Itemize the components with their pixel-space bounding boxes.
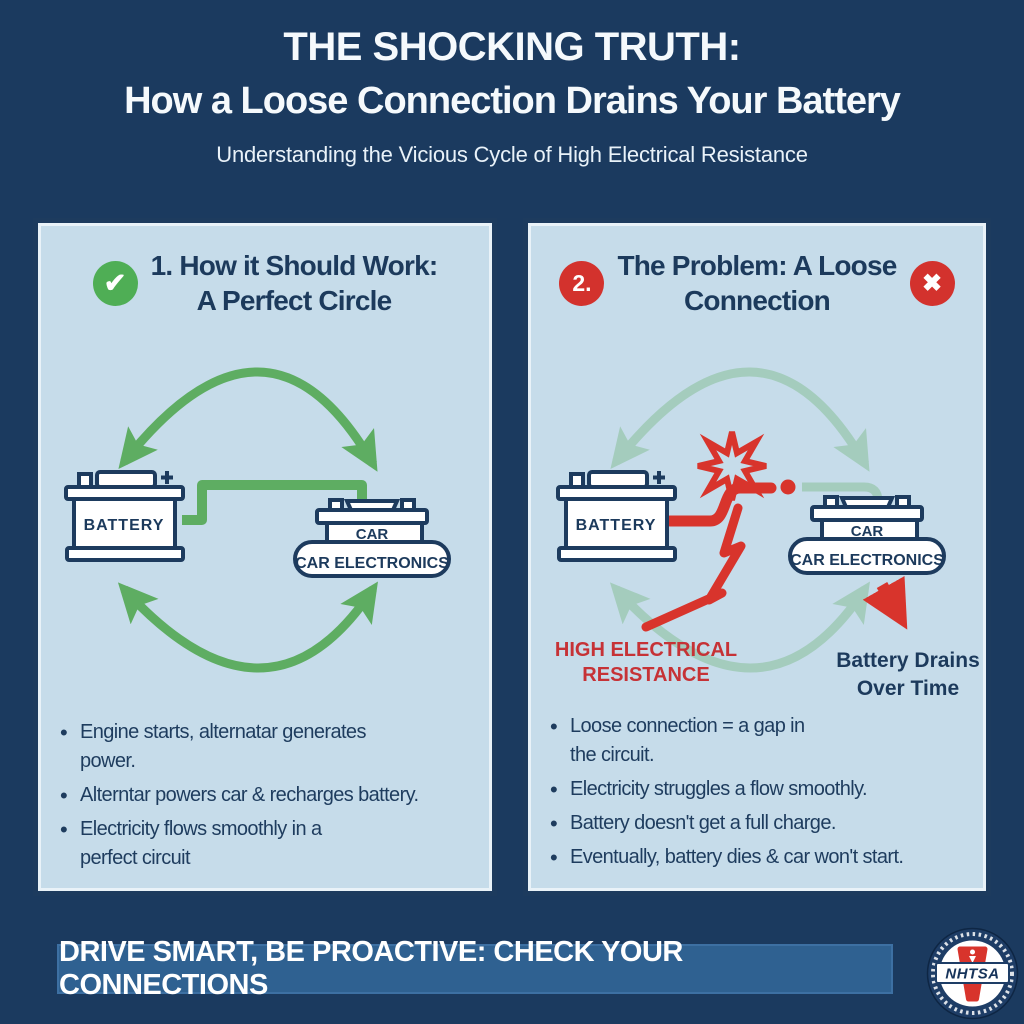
good-wire — [182, 480, 367, 525]
panel-problem-title-line1: The Problem: A Loose — [617, 250, 897, 281]
list-item: Eventually, battery dies & car won't sta… — [548, 842, 980, 874]
check-icon: ✔ — [92, 260, 138, 306]
lightning-icon — [641, 503, 746, 632]
battery-label: BATTERY — [576, 517, 657, 534]
panel-good-header: ✔ 1. How it Should Work: A Perfect Circl… — [38, 239, 492, 327]
loose-connection-diagram: BATTERY CAR CAR ELECTRONICS HIGH ELECTRI… — [555, 367, 980, 700]
car-electronics-label: CAR ELECTRONICS — [790, 552, 944, 569]
car-electronics-icon: CAR CAR ELECTRONICS — [788, 495, 946, 575]
logo-text-ring — [931, 932, 1014, 1015]
list-item: Engine starts, alternatar generates powe… — [58, 717, 486, 776]
svg-text:HIGH ELECTRICAL: HIGH ELECTRICAL — [555, 639, 737, 661]
cycle-arrows — [117, 367, 378, 673]
footer-banner: DRIVE SMART, BE PROACTIVE: CHECK YOUR CO… — [57, 936, 893, 1001]
battery-icon: BATTERY — [556, 470, 677, 562]
list-item: Loose connection = a gap in the circuit. — [548, 711, 980, 770]
gap-dot — [780, 479, 796, 495]
panel-good-title-line2: A Perfect Circle — [196, 285, 393, 316]
logo-wordmark: NHTSA — [945, 966, 999, 983]
good-bullet-list: Engine starts, alternatar generates powe… — [38, 717, 492, 873]
battery-icon: BATTERY — [64, 470, 185, 562]
panel-how-it-should-work: ✔ 1. How it Should Work: A Perfect Circl… — [33, 218, 497, 896]
drain-label: Battery Drains Over Time — [836, 649, 980, 700]
footer-banner-text: DRIVE SMART, BE PROACTIVE: CHECK YOUR CO… — [59, 936, 683, 1001]
panel-problem-title-line2: Connection — [683, 285, 831, 316]
number-badge: 2. — [559, 260, 605, 306]
panel-good-title-line1: 1. How it Should Work: — [150, 250, 439, 281]
title-line1: THE SHOCKING TRUTH: — [283, 25, 741, 69]
list-item: Electricity flows smoothly in a perfect … — [58, 814, 486, 873]
panel-the-problem: 2. The Problem: A Loose Connection ✖ — [523, 218, 991, 896]
car-label: CAR — [851, 523, 884, 540]
battery-label: BATTERY — [84, 517, 165, 534]
drain-arrow-icon — [862, 576, 908, 630]
problem-bullet-list: Loose connection = a gap in the circuit.… — [528, 711, 986, 874]
list-item: Battery doesn't get a full charge. — [548, 808, 980, 840]
subtitle: Understanding the Vicious Cycle of High … — [216, 141, 808, 167]
car-label: CAR — [356, 526, 389, 543]
svg-text:RESISTANCE: RESISTANCE — [582, 664, 709, 686]
car-electronics-icon: CAR CAR ELECTRONICS — [293, 498, 451, 578]
list-item: Alterntar powers car & recharges battery… — [58, 780, 486, 812]
car-electronics-label: CAR ELECTRONICS — [295, 555, 449, 572]
panel-problem-header: 2. The Problem: A Loose Connection ✖ — [528, 239, 986, 327]
svg-text:Battery Drains: Battery Drains — [836, 649, 980, 672]
title-line2: How a Loose Connection Drains Your Batte… — [124, 80, 901, 122]
nhtsa-logo: NHTSA — [926, 927, 1019, 1020]
resistance-label: HIGH ELECTRICAL RESISTANCE — [555, 639, 737, 686]
panel-problem-title: The Problem: A Loose Connection — [617, 248, 897, 318]
header: THE SHOCKING TRUTH: How a Loose Connecti… — [0, 26, 1024, 168]
panel-good-title: 1. How it Should Work: A Perfect Circle — [150, 248, 439, 318]
cross-icon: ✖ — [909, 260, 955, 306]
list-item: Electricity struggles a flow smoothly. — [548, 774, 980, 806]
loose-wire — [664, 482, 777, 527]
perfect-circuit-diagram: BATTERY CAR CAR ELECTRONICS — [64, 367, 451, 673]
svg-text:Over Time: Over Time — [857, 677, 959, 700]
